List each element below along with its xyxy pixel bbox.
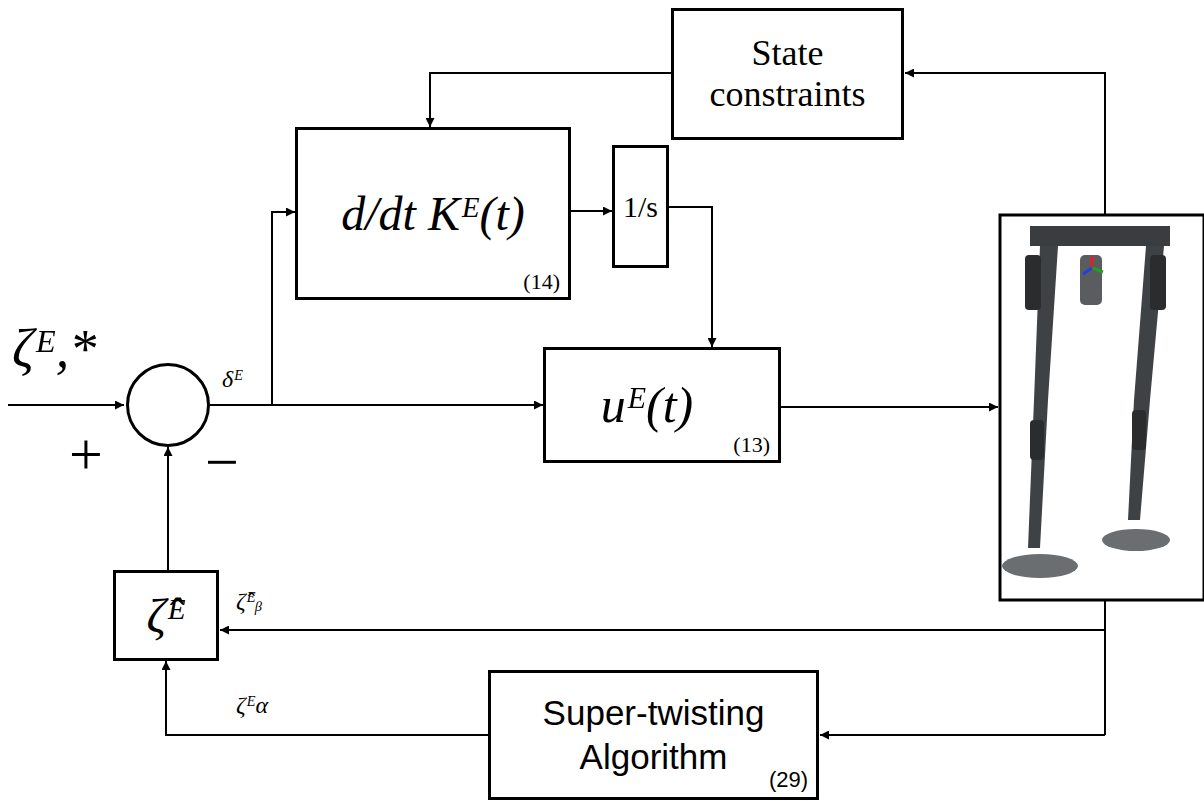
left-foot: [1002, 554, 1078, 578]
error-signal: δᴱ: [222, 366, 243, 393]
robot-frame: [1000, 215, 1204, 600]
node-text: uᴱ(t): [601, 376, 694, 434]
axis-x: [1091, 256, 1094, 268]
axis-z: [1083, 268, 1092, 274]
control-wire: [780, 406, 998, 408]
measurement-wire: [1104, 600, 1106, 735]
node-text: Super-twisting Algorithm: [509, 691, 799, 779]
equation-number: −: [205, 432, 239, 492]
knee-motor: [1132, 410, 1146, 450]
beta-feedback-wire: [220, 629, 1105, 631]
torso-mount: [1080, 255, 1102, 305]
equation-number: (13): [733, 434, 770, 456]
observer-box: Super-twisting Algorithm(29): [488, 670, 819, 800]
signal-connector: [669, 207, 712, 347]
exoskeleton-illustration: [1000, 215, 1204, 600]
node-text: State constraints: [680, 33, 895, 116]
node-text: d/dt Kᴱ(t): [341, 186, 525, 241]
node-text: 1/s: [623, 190, 658, 224]
estimated-state-signal: ζᴱα: [236, 692, 268, 719]
reference-signal: ζᴱ,*: [12, 318, 96, 380]
constraint-box: State constraints: [671, 8, 904, 140]
summing-junction: +−: [126, 363, 210, 447]
measured-state-signal: ζ̂ᴱᵦ: [236, 588, 262, 615]
estimate-box: ζ̂ᴱ: [113, 570, 219, 661]
reference-wire: [8, 404, 124, 406]
equation-number: (14): [523, 271, 560, 293]
gain-update-box: d/dt Kᴱ(t) (14): [295, 127, 571, 300]
knee-motor: [1030, 420, 1044, 460]
pelvis-bar: [1030, 226, 1170, 246]
hip-motor: [1025, 255, 1041, 310]
signal-connector: [430, 73, 671, 127]
node-text: +: [69, 424, 103, 484]
axis-y: [1092, 268, 1103, 272]
right-foot: [1102, 529, 1170, 551]
signal-connector: [571, 210, 612, 212]
equation-number: (29): [769, 769, 808, 791]
hip-motor: [1150, 255, 1166, 310]
node-text: ζ̂ᴱ: [147, 588, 186, 643]
state-feedback-wire: [905, 73, 1105, 215]
signal-connector: [166, 661, 488, 735]
signal-connector: [210, 212, 295, 405]
integrator-box: 1/s: [612, 145, 669, 268]
signal-connector: [210, 404, 543, 406]
control-law-box: uᴱ(t) (13): [543, 347, 781, 463]
observer-input-wire: [820, 734, 1105, 736]
signal-connector: [167, 447, 169, 570]
